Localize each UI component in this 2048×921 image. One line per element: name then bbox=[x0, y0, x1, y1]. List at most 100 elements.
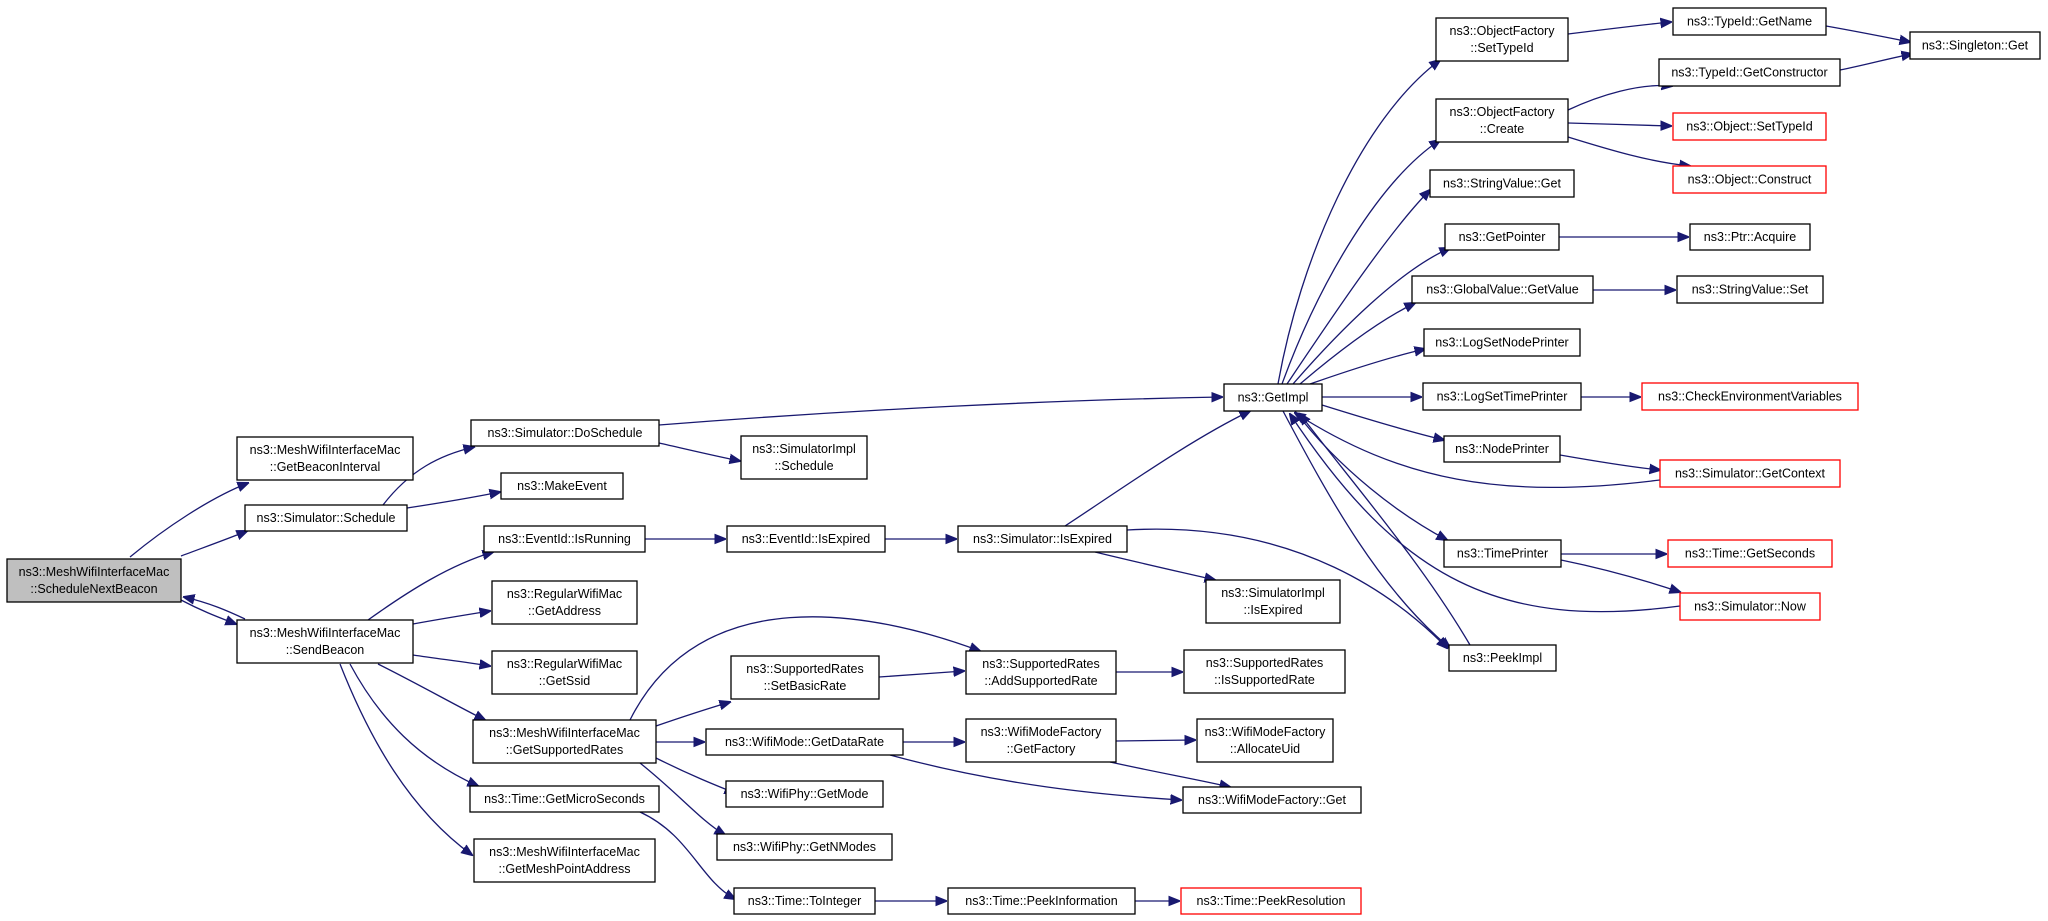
node-getMicroSeconds[interactable]: ns3::Time::GetMicroSeconds bbox=[469, 785, 660, 813]
node-label: ns3::Simulator::Schedule bbox=[257, 511, 396, 525]
node-label: ::Create bbox=[1480, 122, 1525, 136]
node-ofCreate[interactable]: ns3::ObjectFactory::Create bbox=[1435, 98, 1569, 143]
node-objectConstruct[interactable]: ns3::Object::Construct bbox=[1672, 165, 1827, 194]
node-label: ns3::ObjectFactory bbox=[1450, 105, 1556, 119]
node-peekInformation[interactable]: ns3::Time::PeekInformation bbox=[947, 887, 1136, 915]
node-getMeshPointAddress[interactable]: ns3::MeshWifiInterfaceMac::GetMeshPointA… bbox=[473, 838, 656, 883]
node-stringValueSet[interactable]: ns3::StringValue::Set bbox=[1676, 275, 1824, 304]
node-label: ns3::ObjectFactory bbox=[1450, 24, 1556, 38]
node-simGetContext[interactable]: ns3::Simulator::GetContext bbox=[1659, 459, 1841, 488]
node-label: ns3::LogSetNodePrinter bbox=[1435, 336, 1568, 350]
node-box bbox=[470, 419, 660, 447]
edge-getImpl-to-logSetNodePrinter bbox=[1309, 349, 1425, 385]
node-simImplSchedule[interactable]: ns3::SimulatorImpl::Schedule bbox=[740, 435, 868, 480]
node-nodePrinter[interactable]: ns3::NodePrinter bbox=[1443, 435, 1561, 463]
node-getBeaconInterval[interactable]: ns3::MeshWifiInterfaceMac::GetBeaconInte… bbox=[236, 436, 414, 481]
edge-simSchedule-to-doSchedule bbox=[382, 447, 474, 506]
node-box bbox=[236, 436, 414, 481]
node-label: ::GetFactory bbox=[1007, 742, 1077, 756]
node-timeToInteger[interactable]: ns3::Time::ToInteger bbox=[733, 887, 876, 915]
node-label: ns3::Time::PeekInformation bbox=[965, 894, 1117, 908]
edge-ofCreate-to-objectConstruct bbox=[1567, 136, 1690, 166]
edge-doSchedule-to-getImpl bbox=[658, 397, 1222, 426]
node-box bbox=[1435, 17, 1569, 62]
node-getSsid[interactable]: ns3::RegularWifiMac::GetSsid bbox=[491, 650, 638, 695]
node-box bbox=[705, 728, 904, 756]
node-label: ns3::StringValue::Set bbox=[1692, 283, 1809, 297]
node-label: ns3::Time::GetSeconds bbox=[1685, 547, 1815, 561]
node-getPointer[interactable]: ns3::GetPointer bbox=[1444, 223, 1560, 251]
node-box bbox=[1411, 275, 1594, 304]
edge-simIsExpired-to-getImpl bbox=[1064, 411, 1250, 527]
edge-sendBeacon-to-getSsid bbox=[412, 654, 490, 666]
node-simImplIsExpired[interactable]: ns3::SimulatorImpl::IsExpired bbox=[1205, 579, 1341, 624]
node-label: ns3::GetImpl bbox=[1238, 391, 1309, 405]
edge-root-to-simSchedule bbox=[180, 531, 247, 557]
node-sendBeacon[interactable]: ns3::MeshWifiInterfaceMac::SendBeacon bbox=[236, 619, 414, 664]
nodes-layer: ns3::MeshWifiInterfaceMac::ScheduleNextB… bbox=[6, 7, 2041, 915]
node-logSetTimePrinter[interactable]: ns3::LogSetTimePrinter bbox=[1422, 382, 1582, 411]
node-ptrAcquire[interactable]: ns3::Ptr::Acquire bbox=[1689, 223, 1811, 251]
node-box bbox=[1909, 31, 2041, 60]
edge-nodePrinter-to-simGetContext bbox=[1559, 454, 1660, 470]
node-label: ns3::SupportedRates bbox=[746, 662, 863, 676]
node-eventIdIsExpired[interactable]: ns3::EventId::IsExpired bbox=[726, 525, 886, 553]
node-getImpl[interactable]: ns3::GetImpl bbox=[1223, 383, 1323, 412]
node-globalValueGetValue[interactable]: ns3::GlobalValue::GetValue bbox=[1411, 275, 1594, 304]
node-label: ns3::Object::Construct bbox=[1688, 173, 1812, 187]
node-checkEnvVars[interactable]: ns3::CheckEnvironmentVariables bbox=[1641, 382, 1859, 411]
edge-simGetContext-to-getImpl bbox=[1295, 413, 1661, 489]
node-box bbox=[472, 719, 657, 764]
node-typeIdGetConstructor[interactable]: ns3::TypeId::GetConstructor bbox=[1658, 58, 1841, 87]
node-addSupportedRate[interactable]: ns3::SupportedRates::AddSupportedRate bbox=[965, 650, 1117, 695]
node-wmfGetFactory[interactable]: ns3::WifiModeFactory::GetFactory bbox=[965, 718, 1117, 763]
node-label: ns3::MeshWifiInterfaceMac bbox=[250, 443, 401, 457]
node-typeIdGetName[interactable]: ns3::TypeId::GetName bbox=[1672, 7, 1827, 36]
node-box bbox=[965, 650, 1117, 695]
node-isSupportedRate[interactable]: ns3::SupportedRates::IsSupportedRate bbox=[1183, 649, 1346, 694]
node-eventIdIsRunning[interactable]: ns3::EventId::IsRunning bbox=[483, 525, 646, 553]
node-box bbox=[1423, 328, 1581, 357]
node-timePrinter[interactable]: ns3::TimePrinter bbox=[1443, 539, 1562, 568]
edge-simIsExpired-to-simImplIsExpired bbox=[1094, 551, 1215, 580]
node-label: ns3::Object::SetTypeId bbox=[1686, 120, 1813, 134]
node-label: ns3::Time::GetMicroSeconds bbox=[484, 792, 645, 806]
node-singletonGet[interactable]: ns3::Singleton::Get bbox=[1909, 31, 2041, 60]
node-logSetNodePrinter[interactable]: ns3::LogSetNodePrinter bbox=[1423, 328, 1581, 357]
node-peekImpl[interactable]: ns3::PeekImpl bbox=[1448, 644, 1557, 672]
node-simSchedule[interactable]: ns3::Simulator::Schedule bbox=[244, 504, 408, 532]
node-label: ns3::MakeEvent bbox=[517, 479, 607, 493]
node-getDataRate[interactable]: ns3::WifiMode::GetDataRate bbox=[705, 728, 904, 756]
node-peekResolution[interactable]: ns3::Time::PeekResolution bbox=[1180, 887, 1362, 915]
node-label: ::GetSsid bbox=[539, 674, 590, 688]
node-makeEvent[interactable]: ns3::MakeEvent bbox=[500, 472, 624, 500]
node-stringValueGet[interactable]: ns3::StringValue::Get bbox=[1429, 169, 1575, 198]
node-getAddress[interactable]: ns3::RegularWifiMac::GetAddress bbox=[491, 580, 638, 625]
node-allocateUid[interactable]: ns3::WifiModeFactory::AllocateUid bbox=[1196, 718, 1334, 763]
node-ofSetTypeId[interactable]: ns3::ObjectFactory::SetTypeId bbox=[1435, 17, 1569, 62]
node-doSchedule[interactable]: ns3::Simulator::DoSchedule bbox=[470, 419, 660, 447]
node-simNow[interactable]: ns3::Simulator::Now bbox=[1679, 592, 1821, 621]
node-root[interactable]: ns3::MeshWifiInterfaceMac::ScheduleNextB… bbox=[6, 558, 182, 603]
node-label: ns3::MeshWifiInterfaceMac bbox=[19, 565, 170, 579]
node-timeGetSeconds[interactable]: ns3::Time::GetSeconds bbox=[1667, 539, 1833, 568]
node-wifiPhyGetMode[interactable]: ns3::WifiPhy::GetMode bbox=[725, 780, 884, 808]
edge-sendBeacon-to-getSupportedRates bbox=[377, 663, 485, 720]
node-simIsExpired[interactable]: ns3::Simulator::IsExpired bbox=[957, 525, 1128, 553]
node-wmfGet[interactable]: ns3::WifiModeFactory::Get bbox=[1182, 786, 1362, 814]
node-box bbox=[957, 525, 1128, 553]
node-label: ns3::MeshWifiInterfaceMac bbox=[250, 626, 401, 640]
node-setBasicRate[interactable]: ns3::SupportedRates::SetBasicRate bbox=[730, 655, 880, 700]
node-label: ::IsExpired bbox=[1243, 603, 1302, 617]
node-box bbox=[1689, 223, 1811, 251]
node-box bbox=[1672, 165, 1827, 194]
node-getSupportedRates[interactable]: ns3::MeshWifiInterfaceMac::GetSupportedR… bbox=[472, 719, 657, 764]
node-box bbox=[1444, 223, 1560, 251]
edge-setBasicRate-to-addSupportedRate bbox=[878, 671, 964, 678]
edge-getImpl-to-globalValueGetValue bbox=[1299, 303, 1415, 385]
node-wifiPhyGetNModes[interactable]: ns3::WifiPhy::GetNModes bbox=[716, 833, 893, 861]
node-objectSetTypeId[interactable]: ns3::Object::SetTypeId bbox=[1672, 112, 1827, 141]
edge-simSchedule-to-makeEvent bbox=[406, 492, 500, 509]
node-label: ns3::WifiModeFactory bbox=[1205, 725, 1327, 739]
node-label: ns3::NodePrinter bbox=[1455, 442, 1549, 456]
